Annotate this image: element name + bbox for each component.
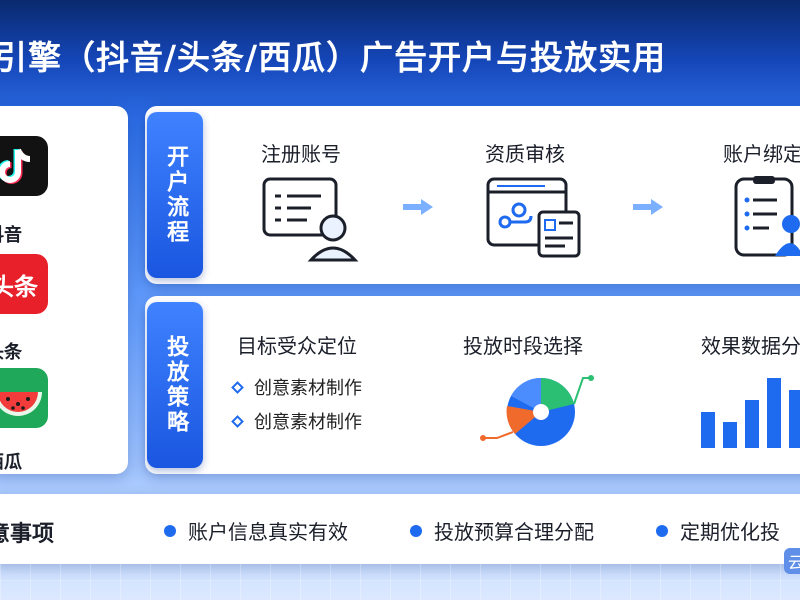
pie-chart-icon — [475, 366, 595, 460]
account-binding-icon — [733, 176, 800, 264]
platform-label-watermelon: 西瓜 — [0, 452, 22, 473]
bullet-text: 创意素材制作 — [254, 378, 362, 399]
note-text: 投放预算合理分配 — [434, 520, 594, 544]
note-text: 账户信息真实有效 — [188, 520, 348, 544]
bullet-dot-icon — [410, 525, 422, 537]
bullet-dot-icon — [164, 525, 176, 537]
background-grid — [0, 560, 800, 600]
platform-label-douyin: 抖音 — [0, 225, 22, 246]
arrow-right-icon — [401, 198, 435, 220]
tab-account-flow-label: 开户流程 — [163, 145, 189, 245]
analytics-title: 效果数据分 — [701, 334, 800, 358]
step-qualification-label: 资质审核 — [485, 142, 565, 166]
bullet-item: 创意素材制作 — [231, 408, 362, 434]
step-binding-label: 账户绑定 — [723, 142, 800, 166]
tab-strategy[interactable]: 投放策略 — [147, 302, 203, 468]
qualification-review-icon — [485, 176, 585, 264]
note-item: 账户信息真实有效 — [164, 516, 348, 545]
strategy-panel: 投放策略 目标受众定位 创意素材制作 创意素材制作 投放时段选择 效果数据分 — [145, 296, 800, 474]
bullet-text: 创意素材制作 — [254, 412, 362, 433]
bar-chart-icon — [701, 370, 800, 454]
toutiao-icon-text: 头条 — [0, 272, 38, 301]
arrow-right-icon — [631, 198, 665, 220]
diamond-bullet-icon — [231, 415, 244, 428]
platform-label-toutiao: 头条 — [0, 342, 22, 363]
page-title: 引擎（抖音/头条/西瓜）广告开户与投放实用 — [0, 36, 800, 80]
platforms-panel: 抖音 头条 头条 西瓜 — [0, 106, 128, 474]
corner-badge-text: 云 — [788, 553, 800, 572]
note-item: 投放预算合理分配 — [410, 516, 594, 545]
schedule-title: 投放时段选择 — [463, 334, 583, 358]
douyin-icon[interactable] — [0, 136, 48, 196]
register-form-icon — [261, 176, 359, 266]
notes-title: 意事项 — [0, 522, 55, 547]
bullet-dot-icon — [656, 525, 668, 537]
note-text: 定期优化投 — [680, 520, 780, 544]
targeting-title: 目标受众定位 — [237, 334, 357, 358]
page-title-text: 引擎（抖音/头条/西瓜）广告开户与投放实用 — [0, 38, 667, 77]
step-register-label: 注册账号 — [261, 142, 341, 166]
watermelon-icon[interactable] — [0, 368, 48, 428]
toutiao-icon[interactable]: 头条 — [0, 254, 48, 314]
diamond-bullet-icon — [231, 381, 244, 394]
account-flow-panel: 开户流程 注册账号 资质审核 — [145, 106, 800, 284]
bullet-item: 创意素材制作 — [231, 374, 362, 400]
corner-badge: 云 — [784, 548, 800, 574]
tab-account-flow[interactable]: 开户流程 — [147, 112, 203, 278]
note-item: 定期优化投 — [656, 516, 780, 545]
tab-strategy-label: 投放策略 — [163, 335, 189, 435]
notes-bar: 意事项 账户信息真实有效 投放预算合理分配 定期优化投 — [0, 494, 800, 564]
